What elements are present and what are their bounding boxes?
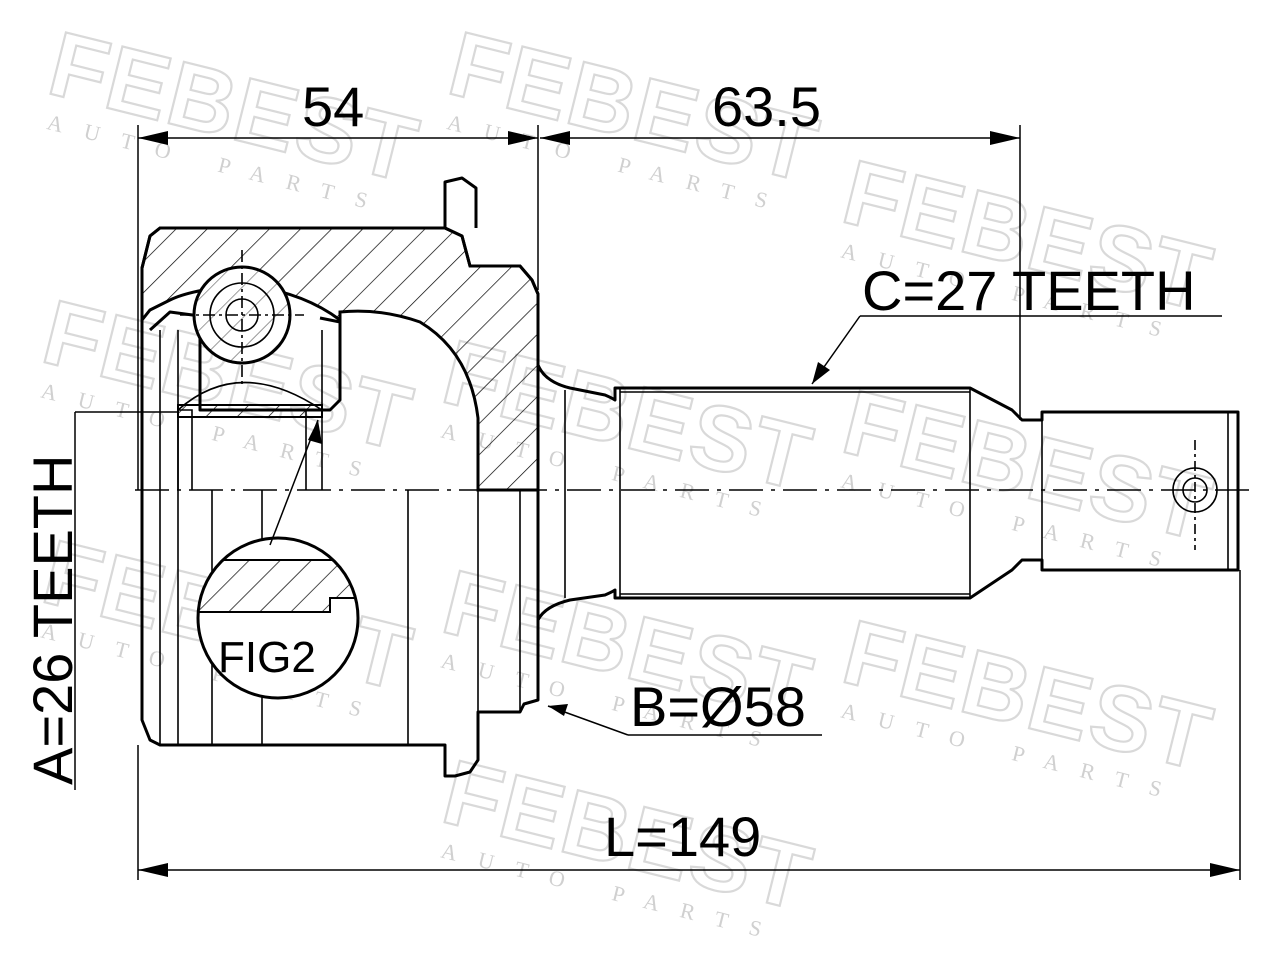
fig2-callout: FIG2 [196,419,360,700]
abs-ring-label: B=Ø58 [630,675,806,738]
fig2-label: FIG2 [218,633,316,682]
dimension-outer-spline: C=27 TEETH [811,259,1222,385]
shaft [536,364,1240,621]
inner-spline-label: A=26 TEETH [21,455,84,785]
outer-spline-label: C=27 TEETH [862,259,1196,322]
dimension-63-5: 63.5 [540,75,1021,420]
dimension-total-length: L=149 [137,570,1241,880]
dimension-54: 54 [137,75,539,490]
dimension-inner-spline: A=26 TEETH [21,411,178,790]
total-length-label: L=149 [604,805,761,868]
outer-housing [140,176,540,778]
dimension-abs-ring: B=Ø58 [547,675,822,738]
dimension-shaft-length: 63.5 [712,75,821,138]
dimension-outer-length: 54 [302,75,364,138]
